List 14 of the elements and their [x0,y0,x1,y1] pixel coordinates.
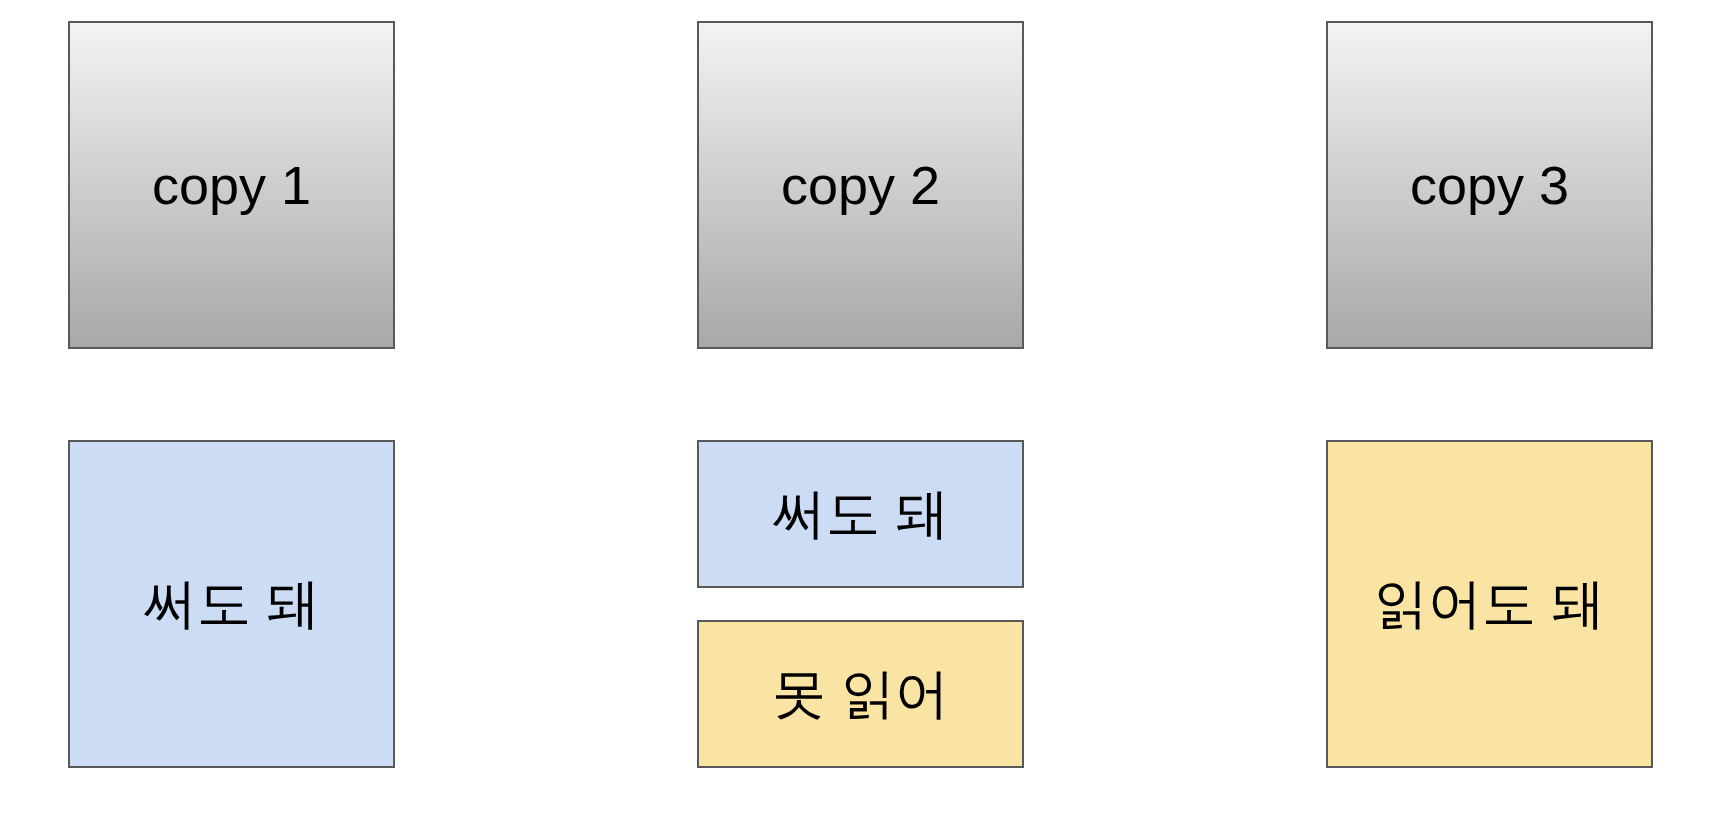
copy-box [68,21,395,349]
permission-box [68,440,395,768]
box-label: 써도 돼 [143,571,320,635]
permission-box [697,620,1024,768]
box-label: 읽어도 돼 [1374,571,1605,635]
box-label: copy 1 [151,154,312,216]
copy-box [1326,21,1653,349]
copy-box [697,21,1024,349]
box-label: copy 2 [780,154,941,216]
permission-box [1326,440,1653,768]
box-label: copy 3 [1409,154,1570,216]
permission-box [697,440,1024,588]
box-label: 써도 돼 [772,481,949,545]
box-label: 못 읽어 [772,661,949,725]
